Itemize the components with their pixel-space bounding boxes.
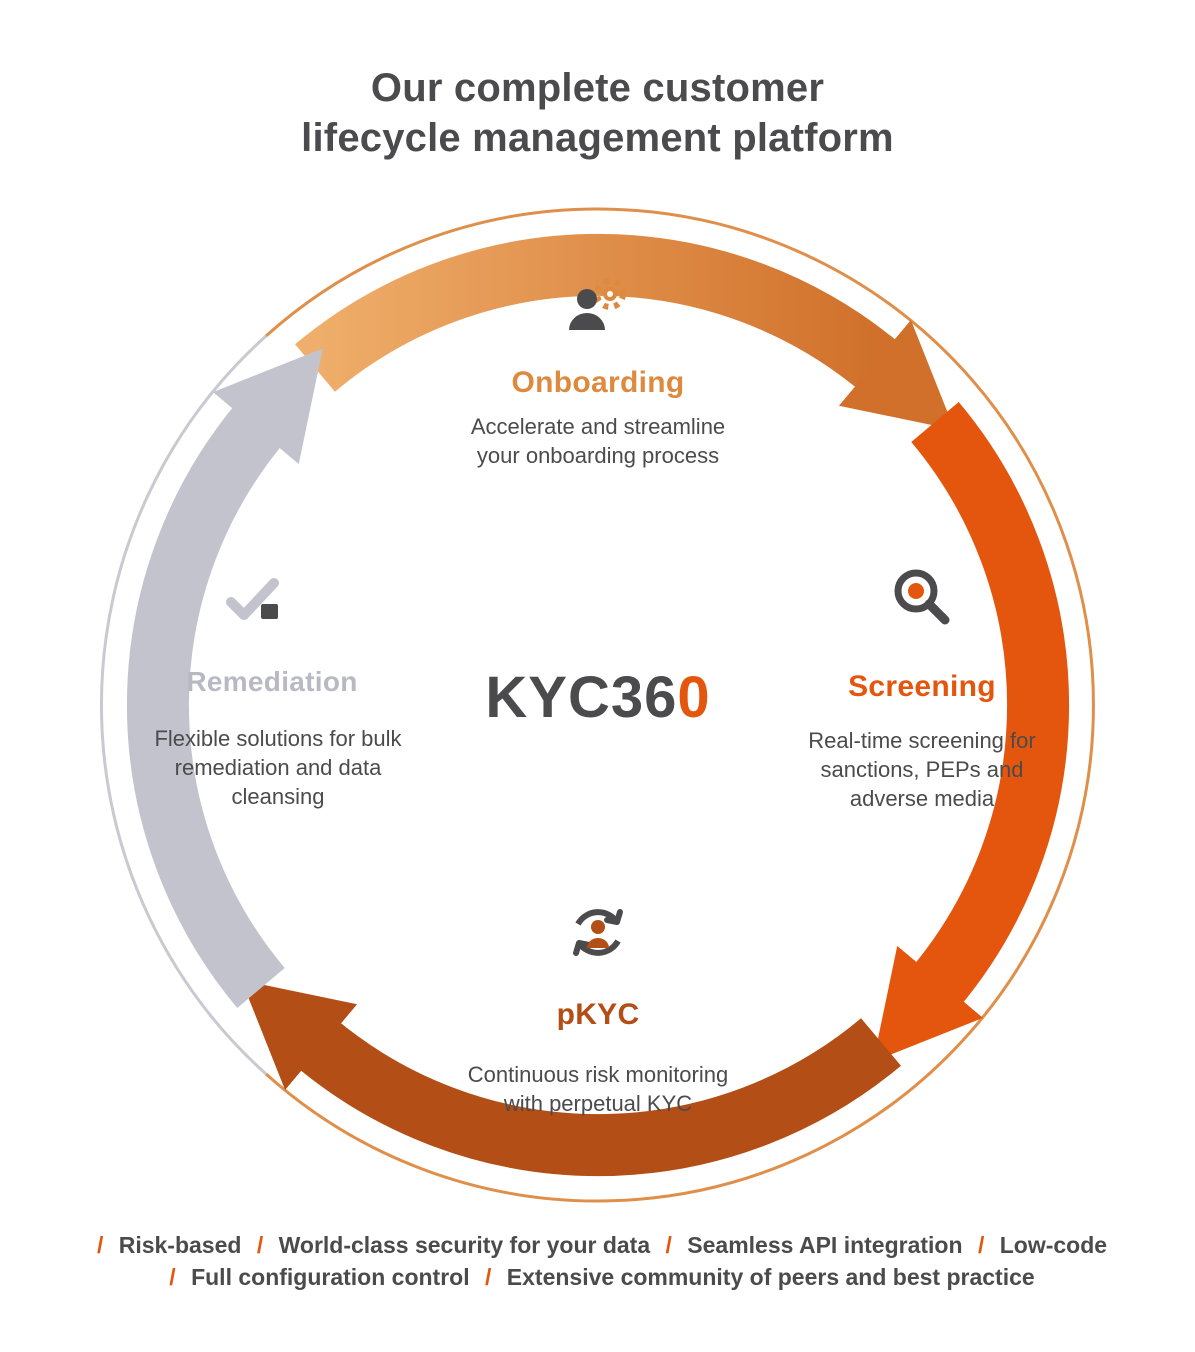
- segment-desc-onboarding: Accelerate and streamline your onboardin…: [388, 412, 808, 470]
- onboarding-desc-line2: your onboarding process: [476, 443, 720, 468]
- page-title-line1: Our complete customer: [370, 66, 825, 110]
- segment-label-onboarding: Onboarding: [511, 366, 685, 399]
- segment-label-screening: Screening: [848, 670, 996, 703]
- logo-text-accent: 0: [677, 665, 711, 730]
- footer-caption-line2: / Full configuration control / Extensive…: [23, 1264, 1173, 1291]
- footer-item: Seamless API integration: [687, 1232, 963, 1258]
- footer-item: Extensive community of peers and best pr…: [506, 1264, 1035, 1290]
- pkyc-desc-line2: with perpetual KYC: [503, 1091, 693, 1116]
- page-title-line2: lifecycle management platform: [301, 116, 894, 160]
- footer-item: World-class security for your data: [278, 1232, 651, 1258]
- pkyc-desc-line1: Continuous risk monitoring: [467, 1062, 729, 1087]
- screening-icon: [894, 569, 950, 625]
- segment-arc-screening: [873, 402, 1070, 1062]
- segment-desc-pkyc: Continuous risk monitoring with perpetua…: [388, 1060, 808, 1118]
- logo-text-dark: KYC36: [485, 665, 678, 730]
- footer-separator: /: [977, 1232, 985, 1258]
- footer-separator: /: [485, 1264, 492, 1290]
- screening-desc-line3: adverse media: [849, 786, 995, 811]
- segment-label-pkyc: pKYC: [556, 998, 640, 1031]
- remediation-desc-line2: remediation and data: [174, 755, 382, 780]
- remediation-desc-line1: Flexible solutions for bulk: [154, 726, 402, 751]
- pkyc-icon: [573, 909, 623, 956]
- footer-caption-line1: / Risk-based / World-class security for …: [23, 1232, 1173, 1259]
- remediation-desc-line3: cleansing: [231, 784, 325, 809]
- outer-guide-arc-gray: [100, 334, 268, 1076]
- onboarding-icon: [569, 278, 626, 330]
- segment-desc-remediation: Flexible solutions for bulk remediation …: [98, 724, 458, 811]
- footer-separator: /: [96, 1232, 104, 1258]
- kyc360-logo: KYC360: [485, 664, 710, 731]
- footer-separator: /: [169, 1264, 176, 1290]
- segment-desc-screening: Real-time screening for sanctions, PEPs …: [742, 726, 1102, 813]
- segment-arc-remediation: [126, 348, 323, 1008]
- remediation-icon: [226, 578, 279, 620]
- segment-arc-onboarding: [295, 233, 955, 430]
- segment-label-remediation: Remediation: [186, 666, 358, 697]
- footer-separator: /: [665, 1232, 672, 1258]
- footer-separator: /: [256, 1232, 264, 1258]
- footer-item: Low-code: [999, 1232, 1108, 1258]
- outer-guide-arc-orange: [265, 207, 1095, 1203]
- onboarding-desc-line1: Accelerate and streamline: [470, 414, 726, 439]
- screening-desc-line2: sanctions, PEPs and: [820, 757, 1024, 782]
- footer-item: Full configuration control: [191, 1264, 470, 1290]
- screening-desc-line1: Real-time screening for: [808, 728, 1036, 753]
- footer-item: Risk-based: [118, 1232, 242, 1258]
- segment-arc-pkyc: [241, 980, 901, 1177]
